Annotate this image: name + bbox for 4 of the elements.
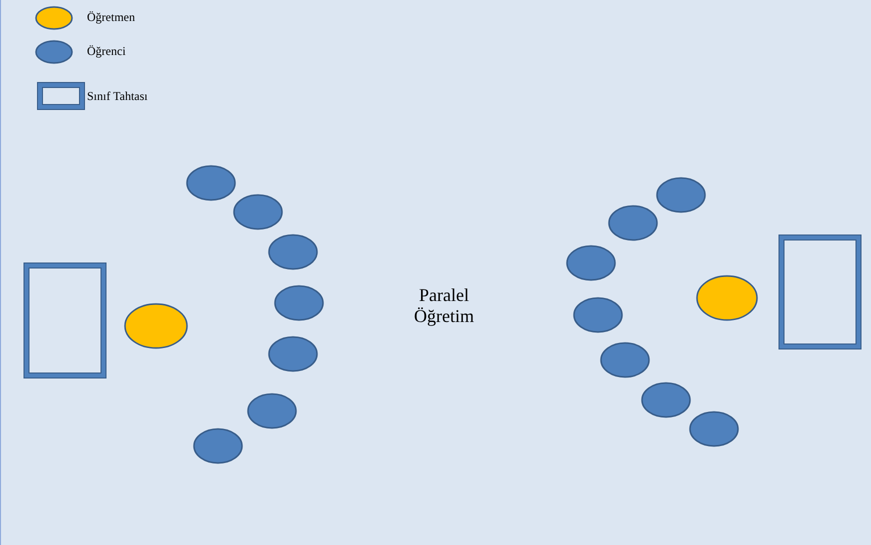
legend-label: Öğretmen <box>87 10 135 25</box>
center-label: Paralel Öğretim <box>413 285 475 327</box>
legend-label: Öğrenci <box>87 44 126 59</box>
legend-label: Sınıf Tahtası <box>87 89 148 104</box>
